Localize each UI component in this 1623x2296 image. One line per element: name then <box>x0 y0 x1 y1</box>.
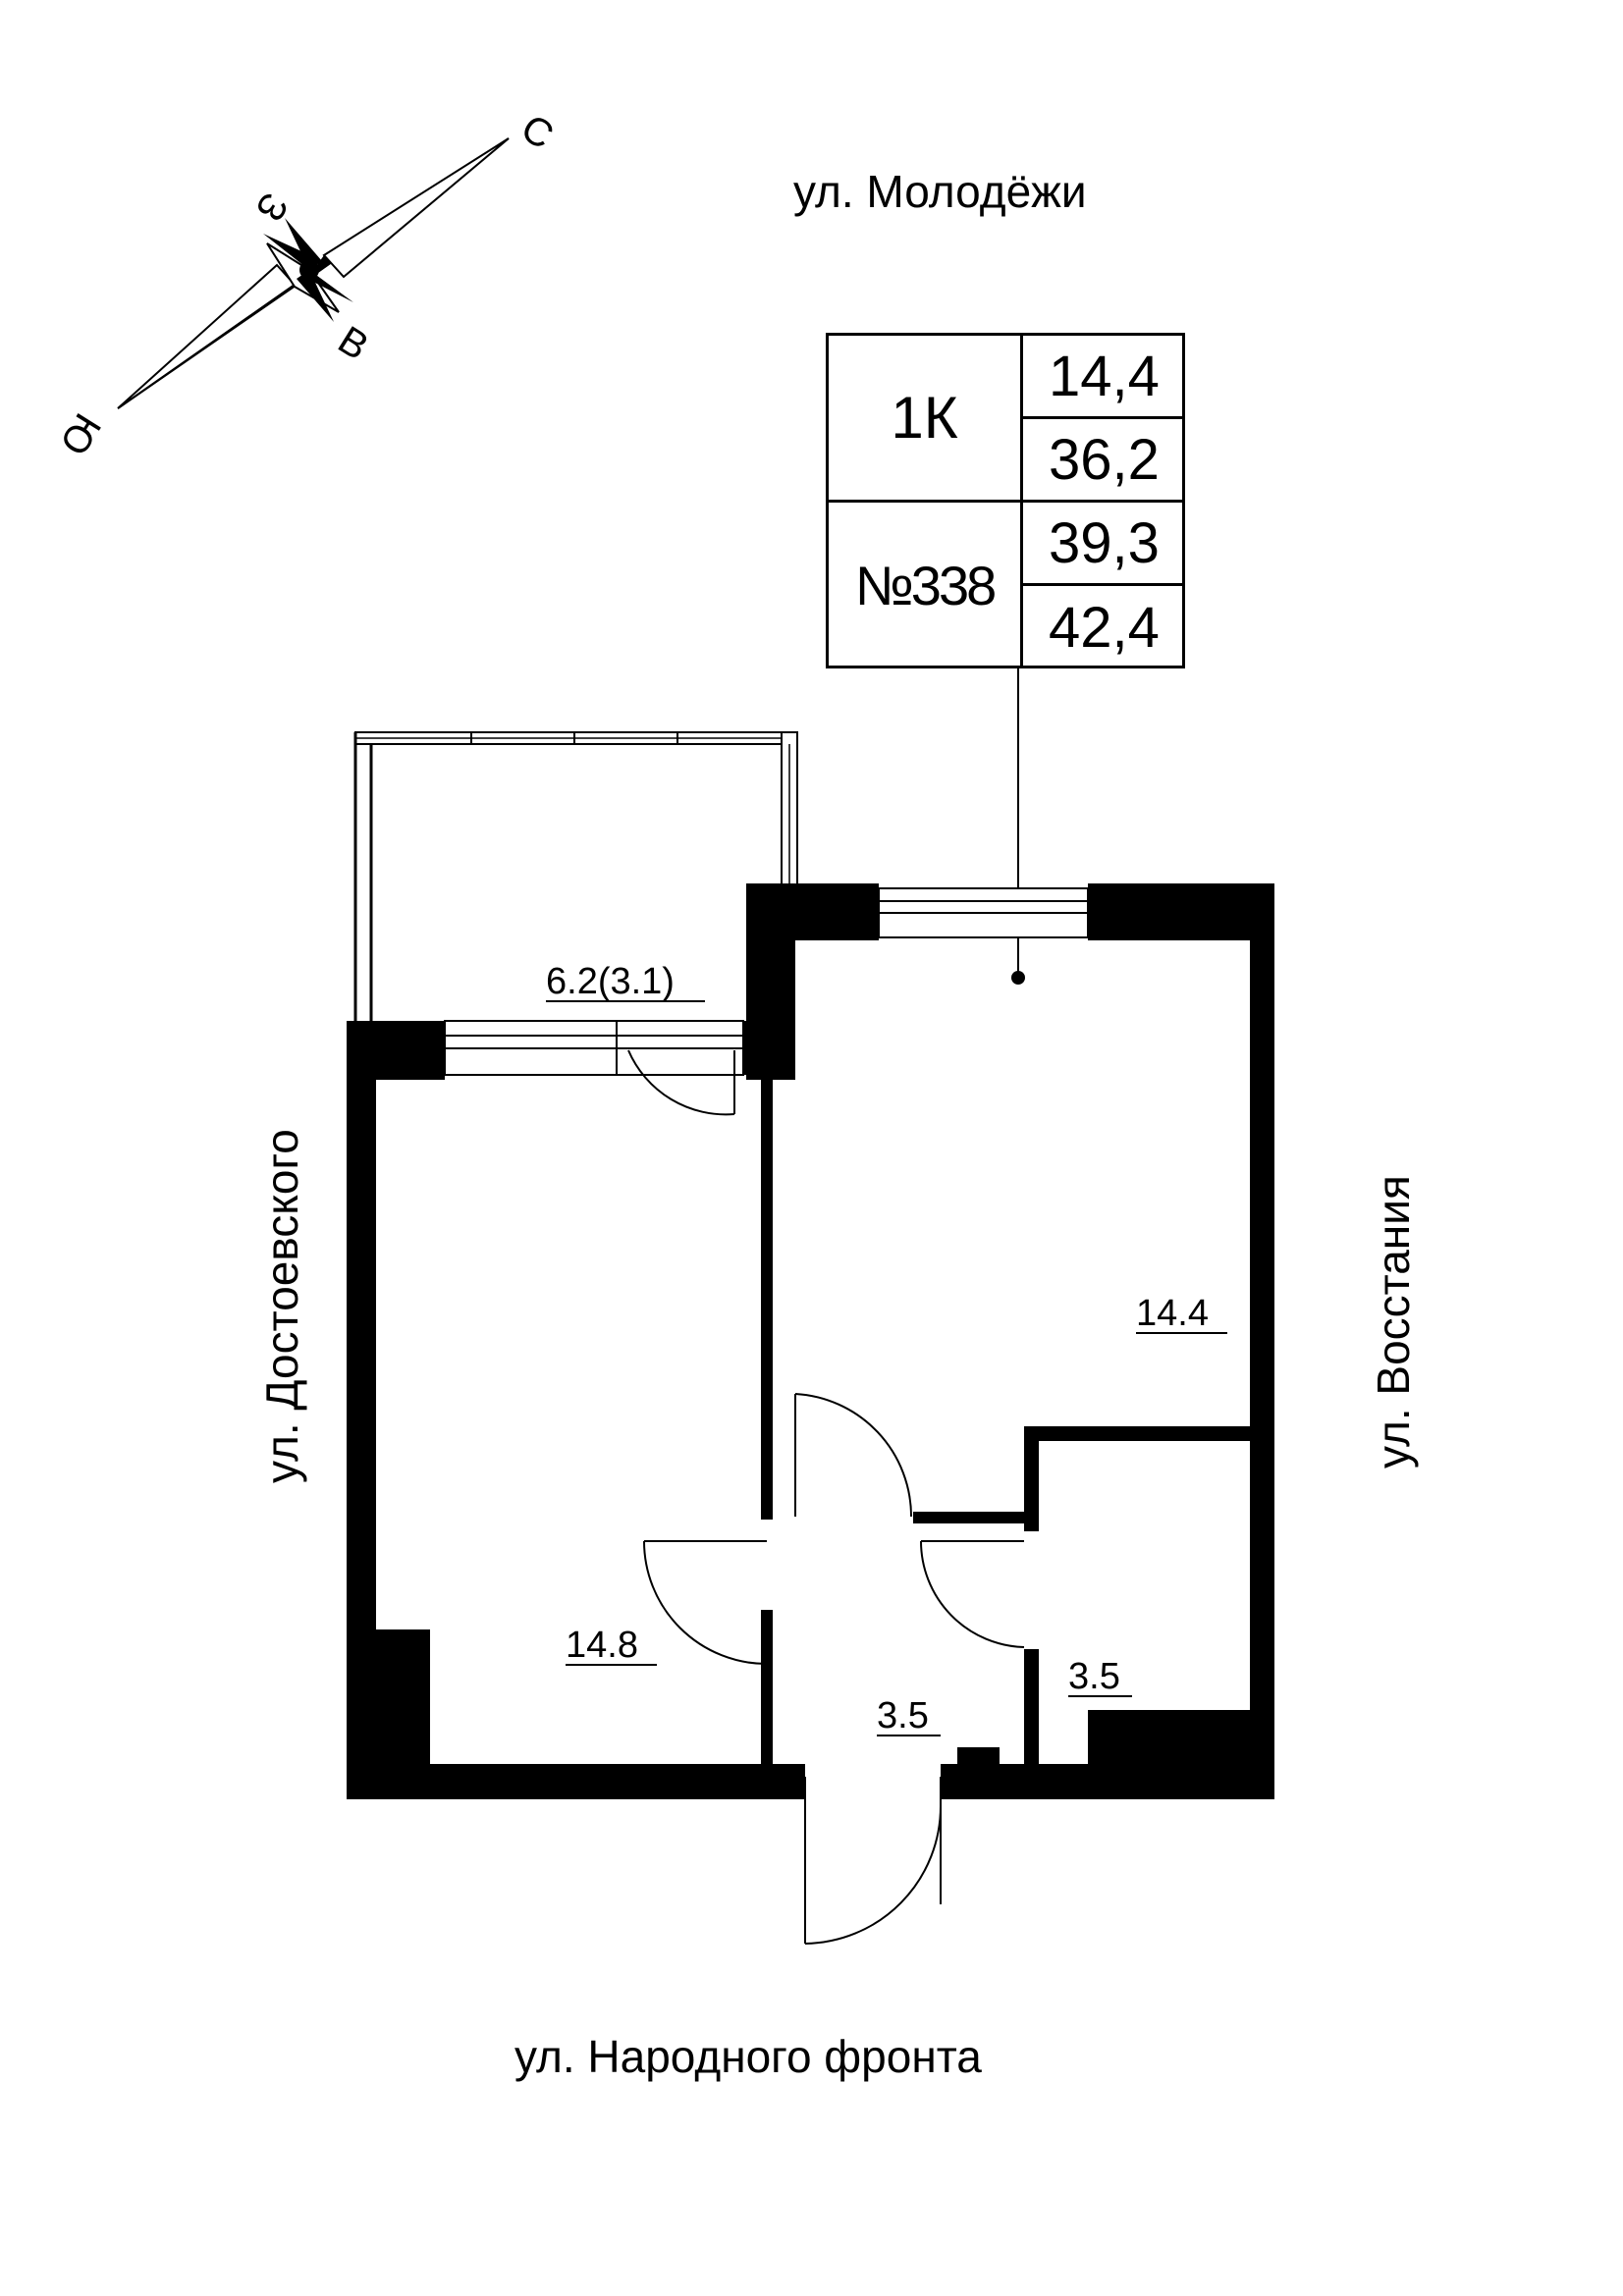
door-living-room <box>794 1393 913 1518</box>
room-area-living-room: 14.4 <box>1136 1293 1209 1334</box>
apartment-number: №338 <box>829 503 1023 668</box>
room-area-balcony: 6.2(3.1) <box>546 961 675 1002</box>
door-balcony <box>627 1049 735 1116</box>
area-living: 14,4 <box>1023 336 1185 419</box>
door-entrance <box>804 1777 942 1945</box>
door-bedroom <box>643 1540 768 1665</box>
leader-dot <box>1011 971 1025 985</box>
compass-west: З <box>246 186 296 229</box>
room-area-bedroom: 14.8 <box>566 1625 638 1666</box>
apartment-info-table: 1К №338 14,4 36,2 39,3 42,4 <box>826 333 1185 668</box>
walls <box>347 883 1274 1799</box>
compass-south: Ю <box>51 405 109 462</box>
street-label-north: ул. Молодёжи <box>793 166 1087 217</box>
room-area-bathroom: 3.5 <box>1068 1656 1120 1697</box>
street-label-south: ул. Народного фронта <box>514 2031 982 2082</box>
area-total-reduced: 39,3 <box>1023 503 1185 586</box>
balcony <box>353 731 798 1021</box>
room-area-hallway: 3.5 <box>877 1695 929 1736</box>
door-bathroom <box>920 1540 1025 1648</box>
area-total: 42,4 <box>1049 596 1160 660</box>
compass-icon: С З В Ю <box>51 106 561 462</box>
window-door-balcony <box>444 1020 744 1076</box>
window-living-room <box>878 887 1089 938</box>
apartment-type: 1К <box>829 336 1023 503</box>
compass-east: В <box>331 318 376 368</box>
compass-north: С <box>514 106 561 158</box>
area-total-without-balcony: 36,2 <box>1023 419 1185 503</box>
